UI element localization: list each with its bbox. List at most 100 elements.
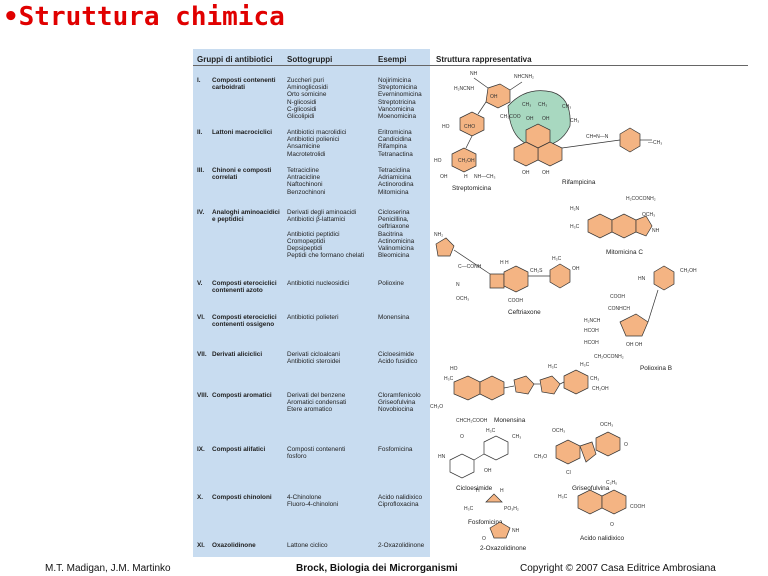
svg-text:H: H: [476, 488, 480, 494]
antibiotic-structure-table: Gruppi di antibiotici Sottogruppi Esempi…: [193, 49, 748, 557]
row-example-line: Everninomicina: [378, 91, 422, 99]
svg-text:HN: HN: [638, 276, 646, 282]
label-rifampicina: Rifampicina: [562, 179, 596, 186]
label-fosfomicina: Fosfomicina: [468, 519, 503, 526]
svg-text:H₃C: H₃C: [464, 506, 474, 512]
svg-text:CH₃: CH₃: [570, 118, 579, 124]
oxazolidinone-structure: NHO 2-Oxazolidinone: [480, 521, 527, 552]
svg-text:O: O: [624, 442, 628, 448]
label-mitomicina: Mitomicina C: [606, 249, 643, 256]
svg-text:HO: HO: [442, 124, 450, 130]
svg-text:HCOH: HCOH: [584, 328, 599, 334]
row-subgroups-cell: Lattone ciclico: [287, 542, 377, 549]
row-number: III.: [197, 167, 205, 174]
svg-text:CH₂OCONH₂: CH₂OCONH₂: [594, 354, 624, 360]
row-subgroup-line: Ansamicine: [287, 143, 321, 151]
svg-text:OCH₃: OCH₃: [456, 296, 469, 302]
row-group-line: Composti aromatici: [212, 392, 272, 399]
svg-text:CH₃: CH₃: [562, 104, 571, 110]
row-subgroup-line: Antracicline: [287, 174, 321, 182]
svg-text:CH₂OH: CH₂OH: [592, 386, 609, 392]
row-group-line: Composti chinoloni: [212, 494, 272, 501]
row-group-line: correlati: [212, 174, 238, 182]
row-example-line: Ciprofloxacina: [378, 501, 419, 509]
svg-text:OH: OH: [440, 174, 448, 180]
label-nalidixico: Acido nalidixico: [580, 535, 624, 542]
row-number: V.: [197, 280, 203, 287]
svg-text:OH OH: OH OH: [626, 342, 643, 348]
row-number: VII.: [197, 351, 207, 358]
header-subgroup: Sottogruppi: [287, 55, 333, 64]
row-group-line: carboidrati: [212, 84, 246, 92]
row-example-line: Nojirimicina: [378, 77, 412, 84]
svg-text:CHCH₂COOH: CHCH₂COOH: [456, 418, 488, 424]
svg-text:O: O: [482, 536, 486, 542]
svg-text:PO₃H₂: PO₃H₂: [504, 506, 519, 512]
row-subgroup-line: Aminoglicosidi: [287, 84, 328, 92]
row-example-line: Tetranactina: [378, 150, 413, 158]
row-group-line: Chinoni e composti: [212, 167, 272, 174]
footer-copyright: Copyright © 2007 Casa Editrice Ambrosian…: [520, 563, 716, 574]
row-subgroup-line: Glicolipidi: [287, 113, 315, 121]
label-ceftriaxone: Ceftriaxone: [508, 309, 541, 316]
row-number: VIII.: [197, 392, 209, 399]
svg-text:NH—CH₃: NH—CH₃: [474, 174, 495, 180]
svg-text:H₃C: H₃C: [558, 494, 568, 500]
row-subgroup-line: 4-Chinolone: [287, 494, 322, 501]
row-example-line: Rifampina: [378, 143, 407, 151]
row-examples-cell: 2-Oxazolidinone: [378, 542, 430, 549]
row-example-line: Penicillina,: [378, 216, 409, 224]
svg-text:O: O: [610, 522, 614, 528]
row-example-line: Vancomicina: [378, 105, 415, 113]
row-subgroup-line: Antibiotici peptidici: [287, 230, 340, 238]
svg-text:OH: OH: [490, 94, 498, 100]
svg-text:CHO: CHO: [464, 124, 475, 130]
svg-text:H₂N: H₂N: [570, 206, 580, 212]
svg-text:NH: NH: [470, 71, 478, 77]
svg-text:OH: OH: [522, 170, 530, 176]
row-group-cell: Derivati aliciclici: [212, 351, 284, 358]
svg-text:Cl: Cl: [566, 470, 571, 476]
svg-text:H₃C: H₃C: [580, 362, 590, 368]
svg-text:H₃C: H₃C: [444, 376, 454, 382]
row-group-line: Composti alifatici: [212, 446, 266, 453]
row-group-cell: Composti chinoloni: [212, 494, 284, 501]
svg-text:HO: HO: [434, 158, 442, 164]
svg-text:OCH₃: OCH₃: [642, 212, 655, 218]
row-group-line: Composti contenenti: [212, 77, 276, 84]
label-streptomicina: Streptomicina: [452, 185, 492, 192]
row-subgroup-line: Antibiotici polieteri: [287, 314, 339, 321]
row-example-line: Moenomicina: [378, 113, 417, 121]
row-group-cell: Composti alifatici: [212, 446, 284, 453]
svg-text:CH₃: CH₃: [590, 376, 599, 382]
row-number: X.: [197, 494, 204, 501]
row-subgroup-line: Depsipeptidi: [287, 245, 323, 253]
svg-text:CH₃: CH₃: [512, 434, 521, 440]
row-subgroup-line: Lattone ciclico: [287, 542, 328, 549]
row-number: II.: [197, 129, 203, 136]
svg-text:OH: OH: [484, 468, 492, 474]
row-example-line: Monensina: [378, 314, 410, 321]
row-example-line: Eritromicina: [378, 129, 412, 136]
row-group-cell: Lattoni macrociclici: [212, 129, 284, 136]
header-rule: [193, 65, 748, 66]
row-group-line: Derivati aliciclici: [212, 351, 263, 358]
row-subgroup-line: Peptidi che formano chelati: [287, 252, 365, 260]
row-number: I.: [197, 77, 201, 84]
svg-text:NH: NH: [512, 528, 520, 534]
row-subgroup-line: Macrotetrolidi: [287, 150, 326, 158]
row-subgroup-line: Antibiotici macrolidici: [287, 129, 347, 136]
row-subgroup-line: C-glicosidi: [287, 105, 317, 113]
row-group-cell: Oxazolidinone: [212, 542, 284, 549]
